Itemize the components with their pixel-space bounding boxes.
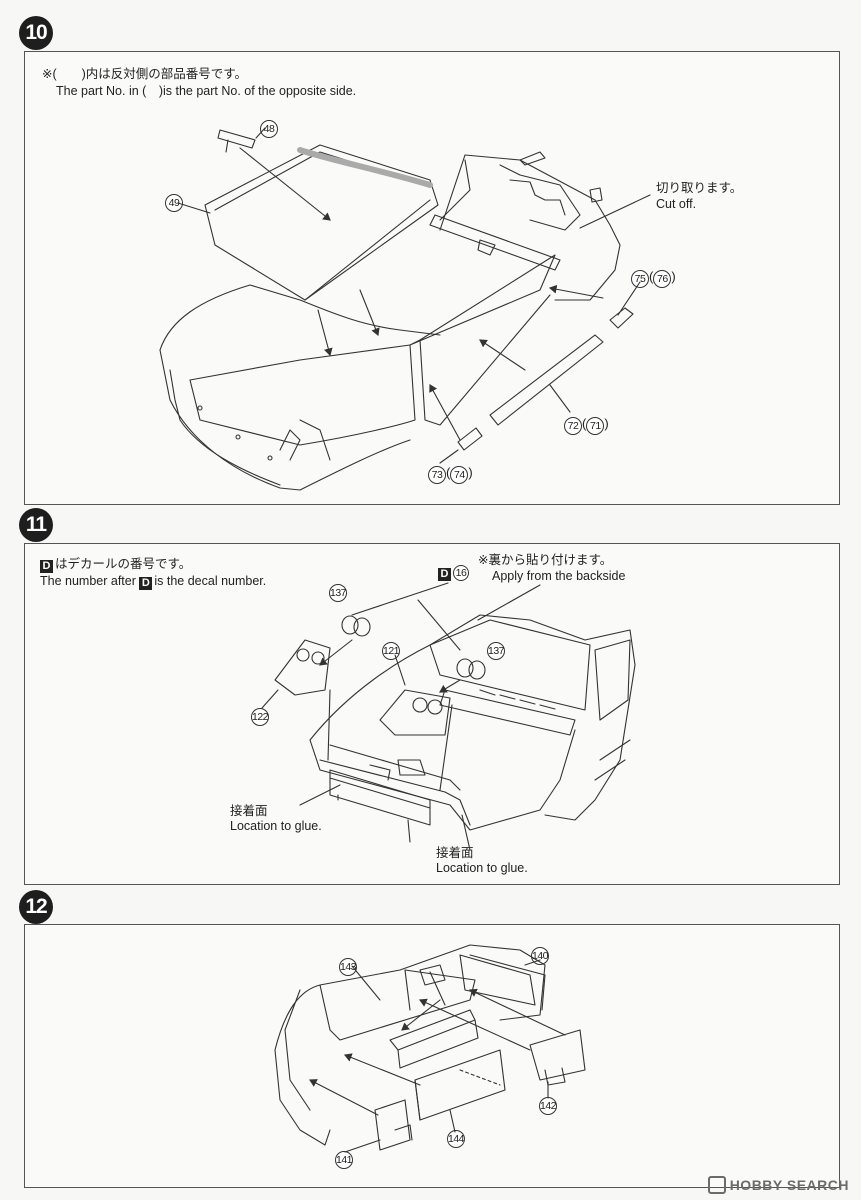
glue-location-left-en: Location to glue. [230, 819, 322, 833]
backside-note-ja: ※裏から貼り付けます。 [478, 553, 613, 567]
small-plate-part-75 [609, 307, 634, 329]
rear-body-shell [274, 944, 546, 1146]
corner-part-142 [529, 1029, 586, 1086]
part-141-label: 141 [335, 1151, 353, 1169]
mirror-part-48 [217, 129, 256, 153]
step-10-note-en: The part No. in ( )is the part No. of th… [56, 84, 357, 98]
hobby-search-logo-icon [707, 1176, 726, 1194]
rear-bumper-part-144 [414, 1049, 506, 1121]
part-73-74-label: 73(74) [428, 465, 473, 484]
cut-off-note-ja: 切り取ります。 [656, 181, 743, 195]
glue-location-right-ja: 接着面 [436, 846, 474, 860]
backside-note-en: Apply from the backside [492, 569, 626, 583]
part-144-label: 144 [447, 1130, 465, 1148]
part-143-label: 143 [339, 958, 357, 976]
step-10-badge: 10 [19, 16, 53, 50]
headlight-lens-part-137-left [341, 615, 371, 637]
front-body-shell [309, 614, 636, 831]
side-sill-part-72 [489, 334, 604, 426]
headlight-part-121 [379, 658, 486, 736]
part-48-label: 48 [260, 120, 278, 138]
windshield-part-49 [204, 144, 439, 301]
headlight-housing-part-122 [274, 639, 331, 696]
part-49-label: 49 [165, 194, 183, 212]
step-12-badge: 12 [19, 890, 53, 924]
front-bumper-panel [329, 769, 431, 843]
part-75-76-label: 75(76) [631, 269, 676, 288]
glue-location-left-ja: 接着面 [230, 804, 268, 818]
part-137-right-label: 137 [487, 642, 505, 660]
part-140-label: 140 [531, 947, 549, 965]
part-122-label: 122 [251, 708, 269, 726]
cut-off-note-en: Cut off. [656, 197, 697, 211]
rear-panel-part-143 [389, 1009, 479, 1069]
glue-location-right-en: Location to glue. [436, 861, 528, 875]
step-10-panel [24, 51, 840, 505]
part-142-label: 142 [539, 1097, 557, 1115]
step-11-badge: 11 [19, 508, 53, 542]
step-11-panel [24, 543, 840, 885]
part-72-71-label: 72(71) [564, 416, 609, 435]
small-plate-part-73 [457, 427, 483, 451]
corner-part-141 [374, 1099, 413, 1151]
step-10-note-ja: ※( )内は反対側の部品番号です。 [42, 67, 248, 81]
hobby-search-watermark: HOBBY SEARCH [707, 1176, 849, 1194]
car-body-shell [159, 151, 621, 491]
part-137-left-label: 137 [329, 584, 347, 602]
trim-part-140 [469, 954, 546, 1011]
